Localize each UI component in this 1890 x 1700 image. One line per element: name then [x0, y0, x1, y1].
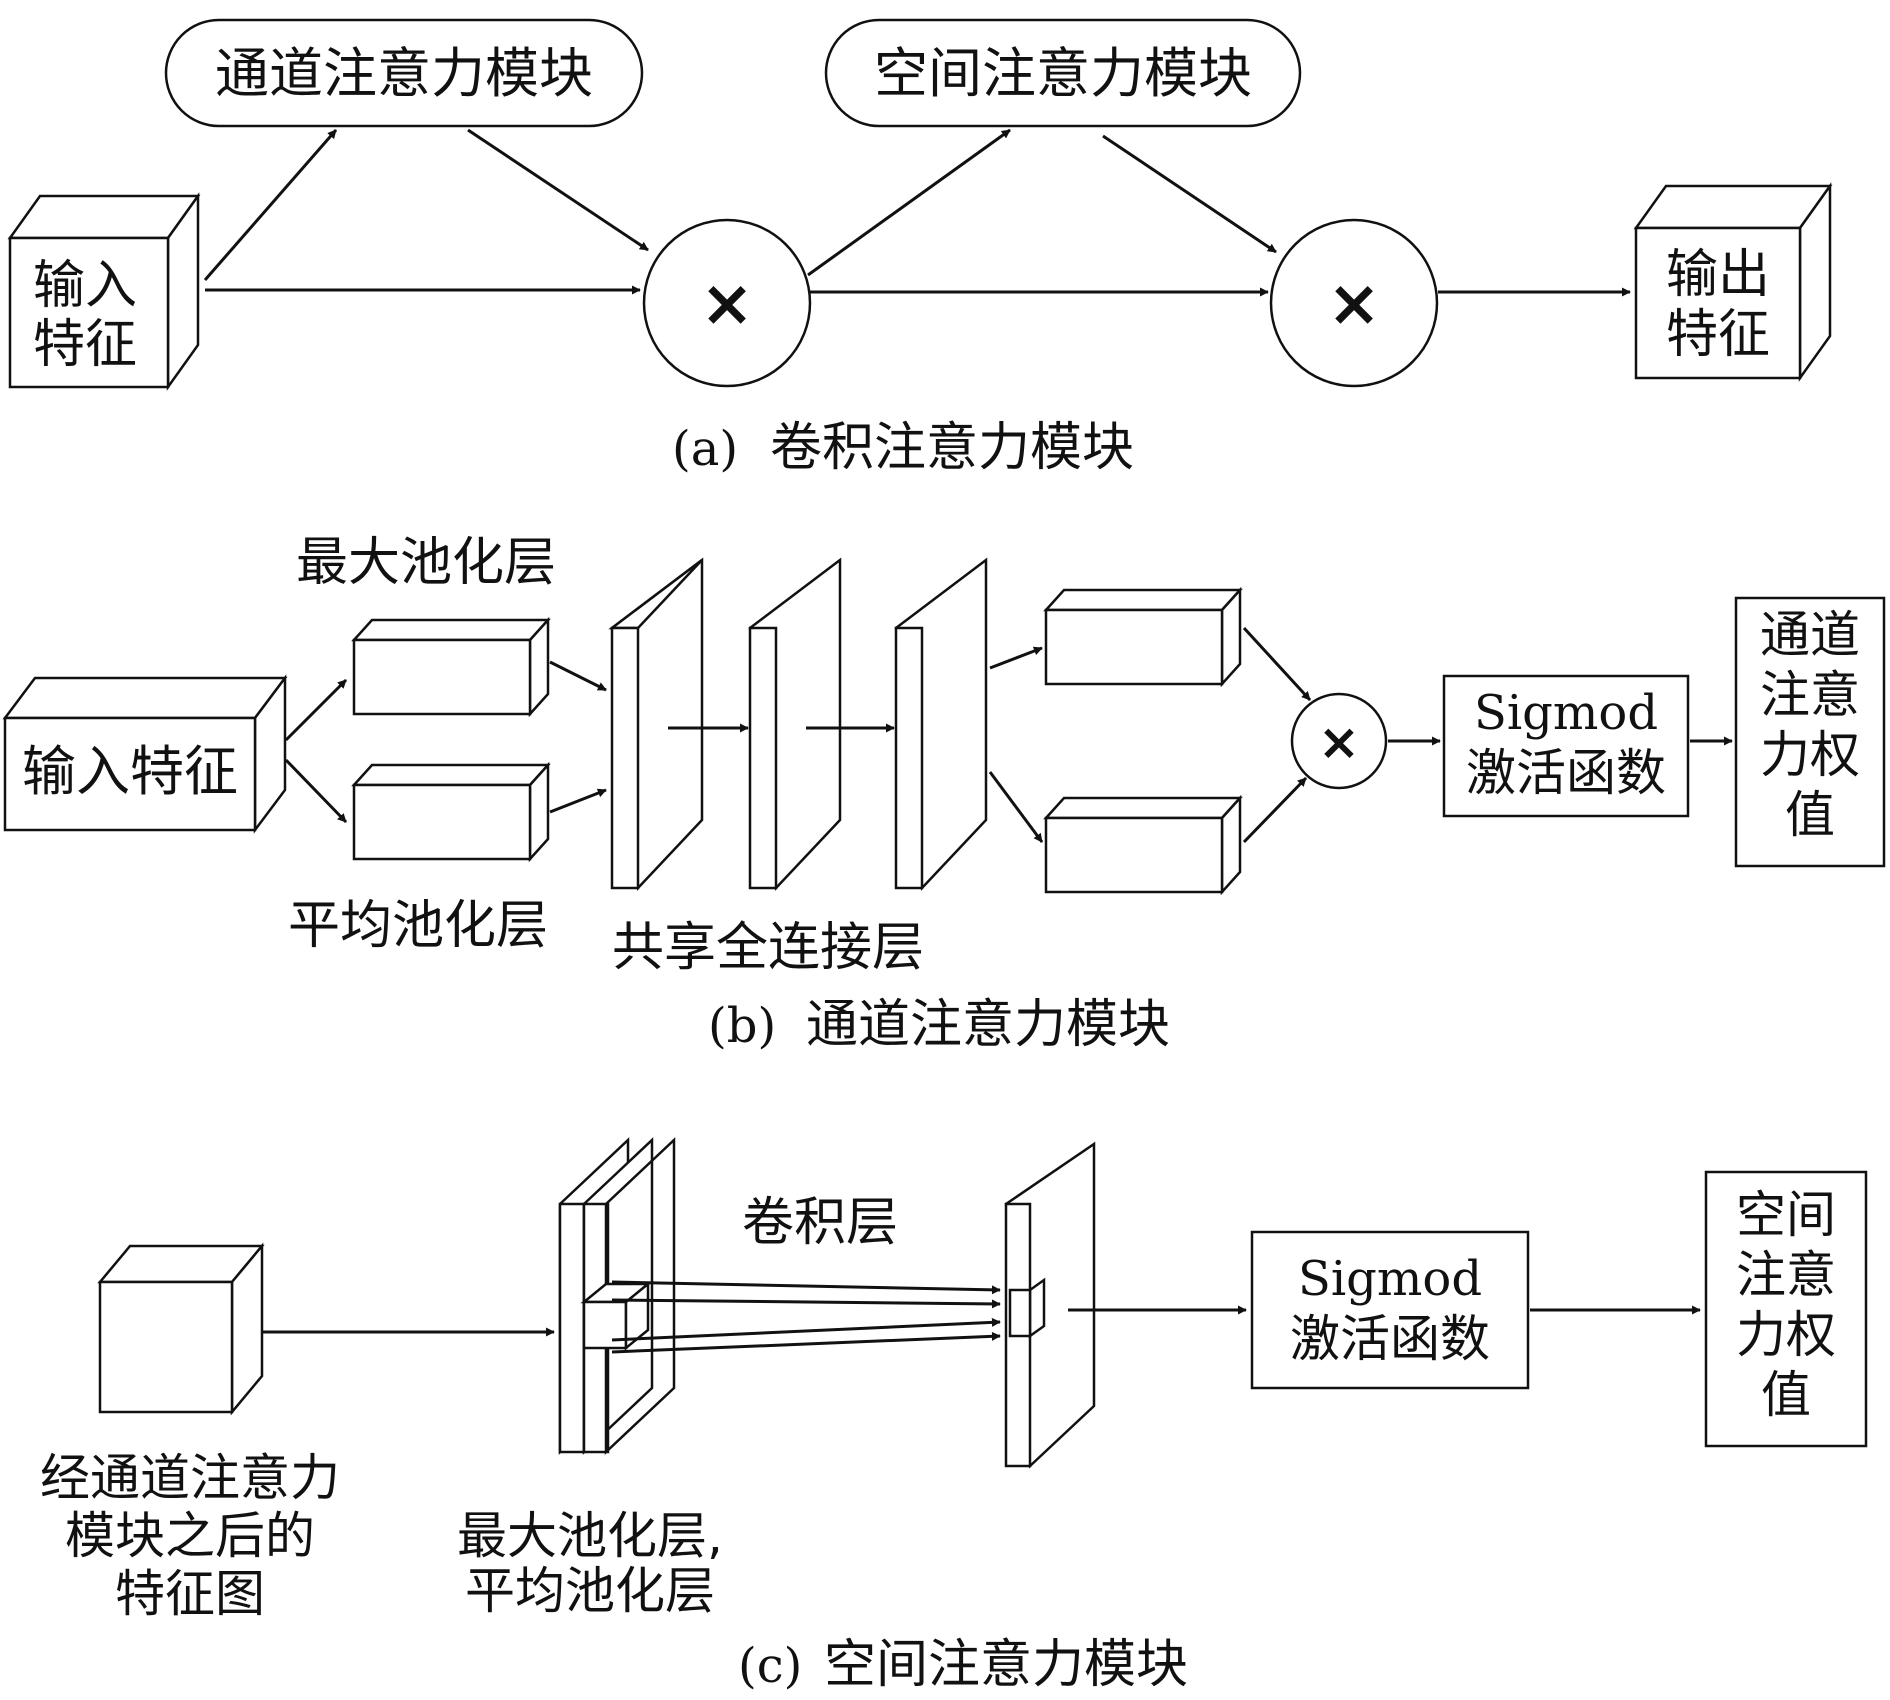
caption-c: 空间注意力模块 — [824, 1635, 1188, 1695]
input-label-a1: 输入 — [33, 256, 137, 316]
input-label-a2: 特征 — [33, 315, 137, 375]
max-pool-label-b: 最大池化层 — [296, 533, 556, 593]
multiply-node-a1: × — [642, 218, 812, 388]
spatial-weight-line2: 注意 — [1736, 1246, 1836, 1304]
panel-a: 输入 特征 通道注意力模块 空间注意力模块 × × 输出 特征 — [7, 18, 1833, 478]
channel-weight-line4: 值 — [1785, 786, 1835, 844]
fc-out-block-bottom — [1043, 794, 1243, 896]
channel-weight-line2: 注意 — [1760, 666, 1860, 724]
pool-label-c1: 最大池化层, — [457, 1507, 723, 1565]
multiply-symbol-a1: × — [700, 267, 754, 341]
arrow-pool-to-conv-4 — [611, 1331, 1001, 1354]
feature-map-line2: 模块之后的 — [65, 1507, 315, 1565]
pooled-planes — [558, 1137, 676, 1455]
output-cube-a: 输出 特征 — [1633, 182, 1833, 382]
caption-b-label: (b) — [708, 998, 776, 1054]
arrow-maxpool-to-fc — [549, 660, 607, 692]
arrow-mult1-to-spatial — [807, 128, 1011, 277]
panel-c: 经通道注意力 模块之后的 特征图 最大池化层, 平均池化层 卷积层 — [40, 1137, 1868, 1695]
caption-a: 卷积注意力模块 — [770, 418, 1134, 478]
arrow-fc3-to-top — [989, 646, 1043, 670]
arrow-top-to-mult — [1242, 626, 1312, 702]
channel-weight-line3: 力权 — [1760, 726, 1860, 784]
shared-fc-label: 共享全连接层 — [612, 918, 924, 978]
arrow-input-to-channel — [203, 129, 338, 281]
pool-label-c2: 平均池化层 — [465, 1562, 715, 1620]
conv-layer-label: 卷积层 — [742, 1193, 898, 1253]
arrow-avgpool-to-fc — [549, 788, 607, 814]
arrow-pool-to-conv-1 — [611, 1280, 1001, 1295]
spatial-module-label: 空间注意力模块 — [874, 42, 1252, 105]
input-label-b: 输入特征 — [22, 740, 238, 803]
fc-out-block-top — [1043, 586, 1243, 688]
sigmoid-label-c2: 激活函数 — [1290, 1310, 1490, 1368]
feature-map-cube — [97, 1242, 265, 1416]
panel-b: 最大池化层 平均池化层 输入特征 — [2, 533, 1886, 1055]
arrow-spatial-to-mult2 — [1102, 134, 1277, 254]
caption-a-label: (a) — [672, 421, 738, 477]
channel-module-label: 通道注意力模块 — [215, 42, 593, 105]
caption-b: 通道注意力模块 — [806, 995, 1170, 1055]
sigmoid-box-c: Sigmod 激活函数 — [1250, 1230, 1530, 1390]
channel-module-pill: 通道注意力模块 — [164, 18, 644, 128]
spatial-module-pill: 空间注意力模块 — [824, 18, 1302, 128]
arrow-fc3-to-bottom — [988, 771, 1044, 843]
conv-output-plane — [1004, 1141, 1096, 1469]
sigmoid-box-b: Sigmod 激活函数 — [1442, 674, 1690, 818]
spatial-weight-line3: 力权 — [1736, 1306, 1836, 1364]
shared-fc-layer-1 — [608, 557, 704, 891]
max-pool-block — [351, 616, 551, 718]
shared-fc-layer-3 — [894, 557, 988, 891]
channel-weight-box: 通道 注意 力权 值 — [1734, 596, 1886, 868]
spatial-weight-line1: 空间 — [1736, 1186, 1836, 1244]
arrow-input-to-avgpool — [284, 758, 348, 824]
avg-pool-block — [351, 761, 551, 863]
sigmoid-label-b1: Sigmod — [1474, 685, 1658, 741]
output-label-a2: 特征 — [1666, 305, 1770, 365]
arrow-pool-to-conv-2 — [611, 1298, 1001, 1309]
spatial-weight-box: 空间 注意 力权 值 — [1704, 1170, 1868, 1448]
caption-c-label: (c) — [738, 1638, 802, 1694]
arrow-input-to-maxpool — [284, 678, 348, 742]
multiply-node-a2: × — [1269, 218, 1439, 388]
arrow-channel-to-mult1 — [467, 128, 649, 252]
feature-map-line1: 经通道注意力 — [40, 1449, 340, 1507]
arrow-bottom-to-mult — [1242, 776, 1308, 844]
channel-weight-line1: 通道 — [1760, 606, 1860, 664]
avg-pool-label-b: 平均池化层 — [288, 896, 548, 956]
input-cube-a: 输入 特征 — [7, 192, 201, 391]
sigmoid-label-c1: Sigmod — [1298, 1251, 1482, 1307]
multiply-node-b: × — [1290, 692, 1388, 790]
multiply-symbol-a2: × — [1327, 267, 1381, 341]
arrow-pool-to-conv-3 — [611, 1317, 1001, 1342]
shared-fc-layer-2 — [748, 557, 842, 891]
spatial-weight-line4: 值 — [1761, 1366, 1811, 1424]
multiply-symbol-b: × — [1318, 713, 1360, 771]
output-label-a1: 输出 — [1666, 245, 1770, 305]
feature-map-line3: 特征图 — [115, 1565, 265, 1623]
sigmoid-label-b2: 激活函数 — [1466, 744, 1666, 802]
input-box-b: 输入特征 — [2, 674, 288, 834]
